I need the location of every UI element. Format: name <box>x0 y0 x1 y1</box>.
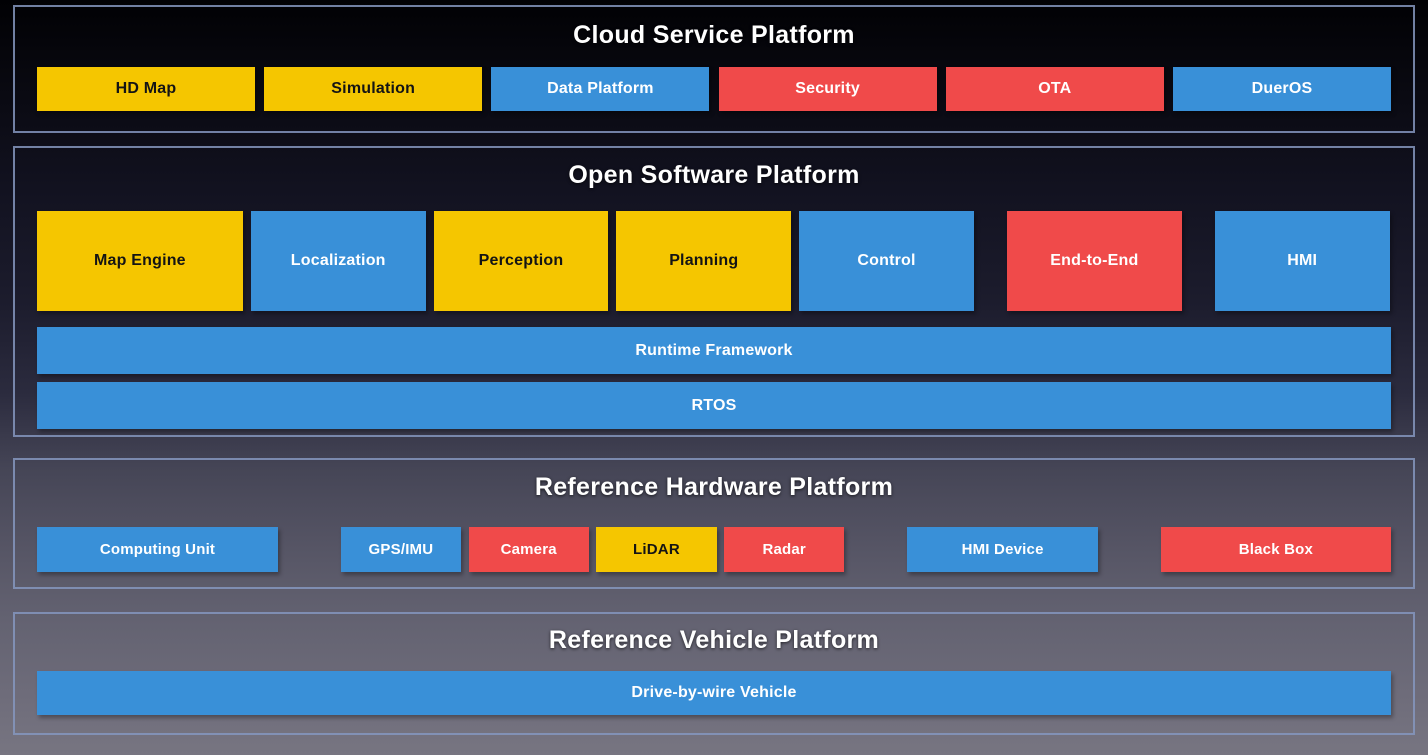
bar-drive-by-wire-vehicle: Drive-by-wire Vehicle <box>37 671 1391 715</box>
box-computing-unit: Computing Unit <box>37 527 278 572</box>
box-lidar: LiDAR <box>596 527 717 572</box>
cloud-blocks-row: HD Map Simulation Data Platform Security… <box>37 67 1391 111</box>
bar-runtime-framework: Runtime Framework <box>37 327 1391 374</box>
reference-vehicle-platform-section: Reference Vehicle Platform Drive-by-wire… <box>13 612 1415 735</box>
bar-rtos: RTOS <box>37 382 1391 429</box>
box-security: Security <box>718 67 937 111</box>
open-software-platform-section: Open Software Platform Map Engine Locali… <box>13 146 1415 437</box>
box-gps-imu: GPS/IMU <box>340 527 462 572</box>
box-camera: Camera <box>468 527 589 572</box>
box-data-platform: Data Platform <box>491 67 710 111</box>
software-section-title: Open Software Platform <box>568 161 860 189</box>
box-black-box: Black Box <box>1160 527 1391 572</box>
sensor-group: GPS/IMU Camera LiDAR Radar <box>340 527 845 572</box>
cloud-section-title: Cloud Service Platform <box>573 21 855 49</box>
hardware-blocks-row: Computing Unit GPS/IMU Camera LiDAR Rada… <box>37 527 1391 572</box>
box-simulation: Simulation <box>264 67 483 111</box>
hardware-section-title: Reference Hardware Platform <box>534 473 894 501</box>
box-localization: Localization <box>250 211 426 311</box>
box-hmi: HMI <box>1214 211 1390 311</box>
box-dueros: DuerOS <box>1173 67 1391 111</box>
box-hd-map: HD Map <box>37 67 255 111</box>
cloud-service-platform-section: Cloud Service Platform HD Map Simulation… <box>13 5 1415 133</box>
box-perception: Perception <box>433 211 609 311</box>
box-map-engine: Map Engine <box>37 211 243 311</box>
box-planning: Planning <box>616 211 792 311</box>
box-ota: OTA <box>945 67 1164 111</box>
box-hmi-device: HMI Device <box>907 527 1099 572</box>
box-control: Control <box>799 211 974 311</box>
box-end-to-end: End-to-End <box>1007 211 1182 311</box>
reference-hardware-platform-section: Reference Hardware Platform Computing Un… <box>13 458 1415 589</box>
software-blocks-row: Map Engine Localization Perception Plann… <box>37 211 1391 311</box>
vehicle-section-title: Reference Vehicle Platform <box>548 626 880 654</box>
box-radar: Radar <box>724 527 845 572</box>
